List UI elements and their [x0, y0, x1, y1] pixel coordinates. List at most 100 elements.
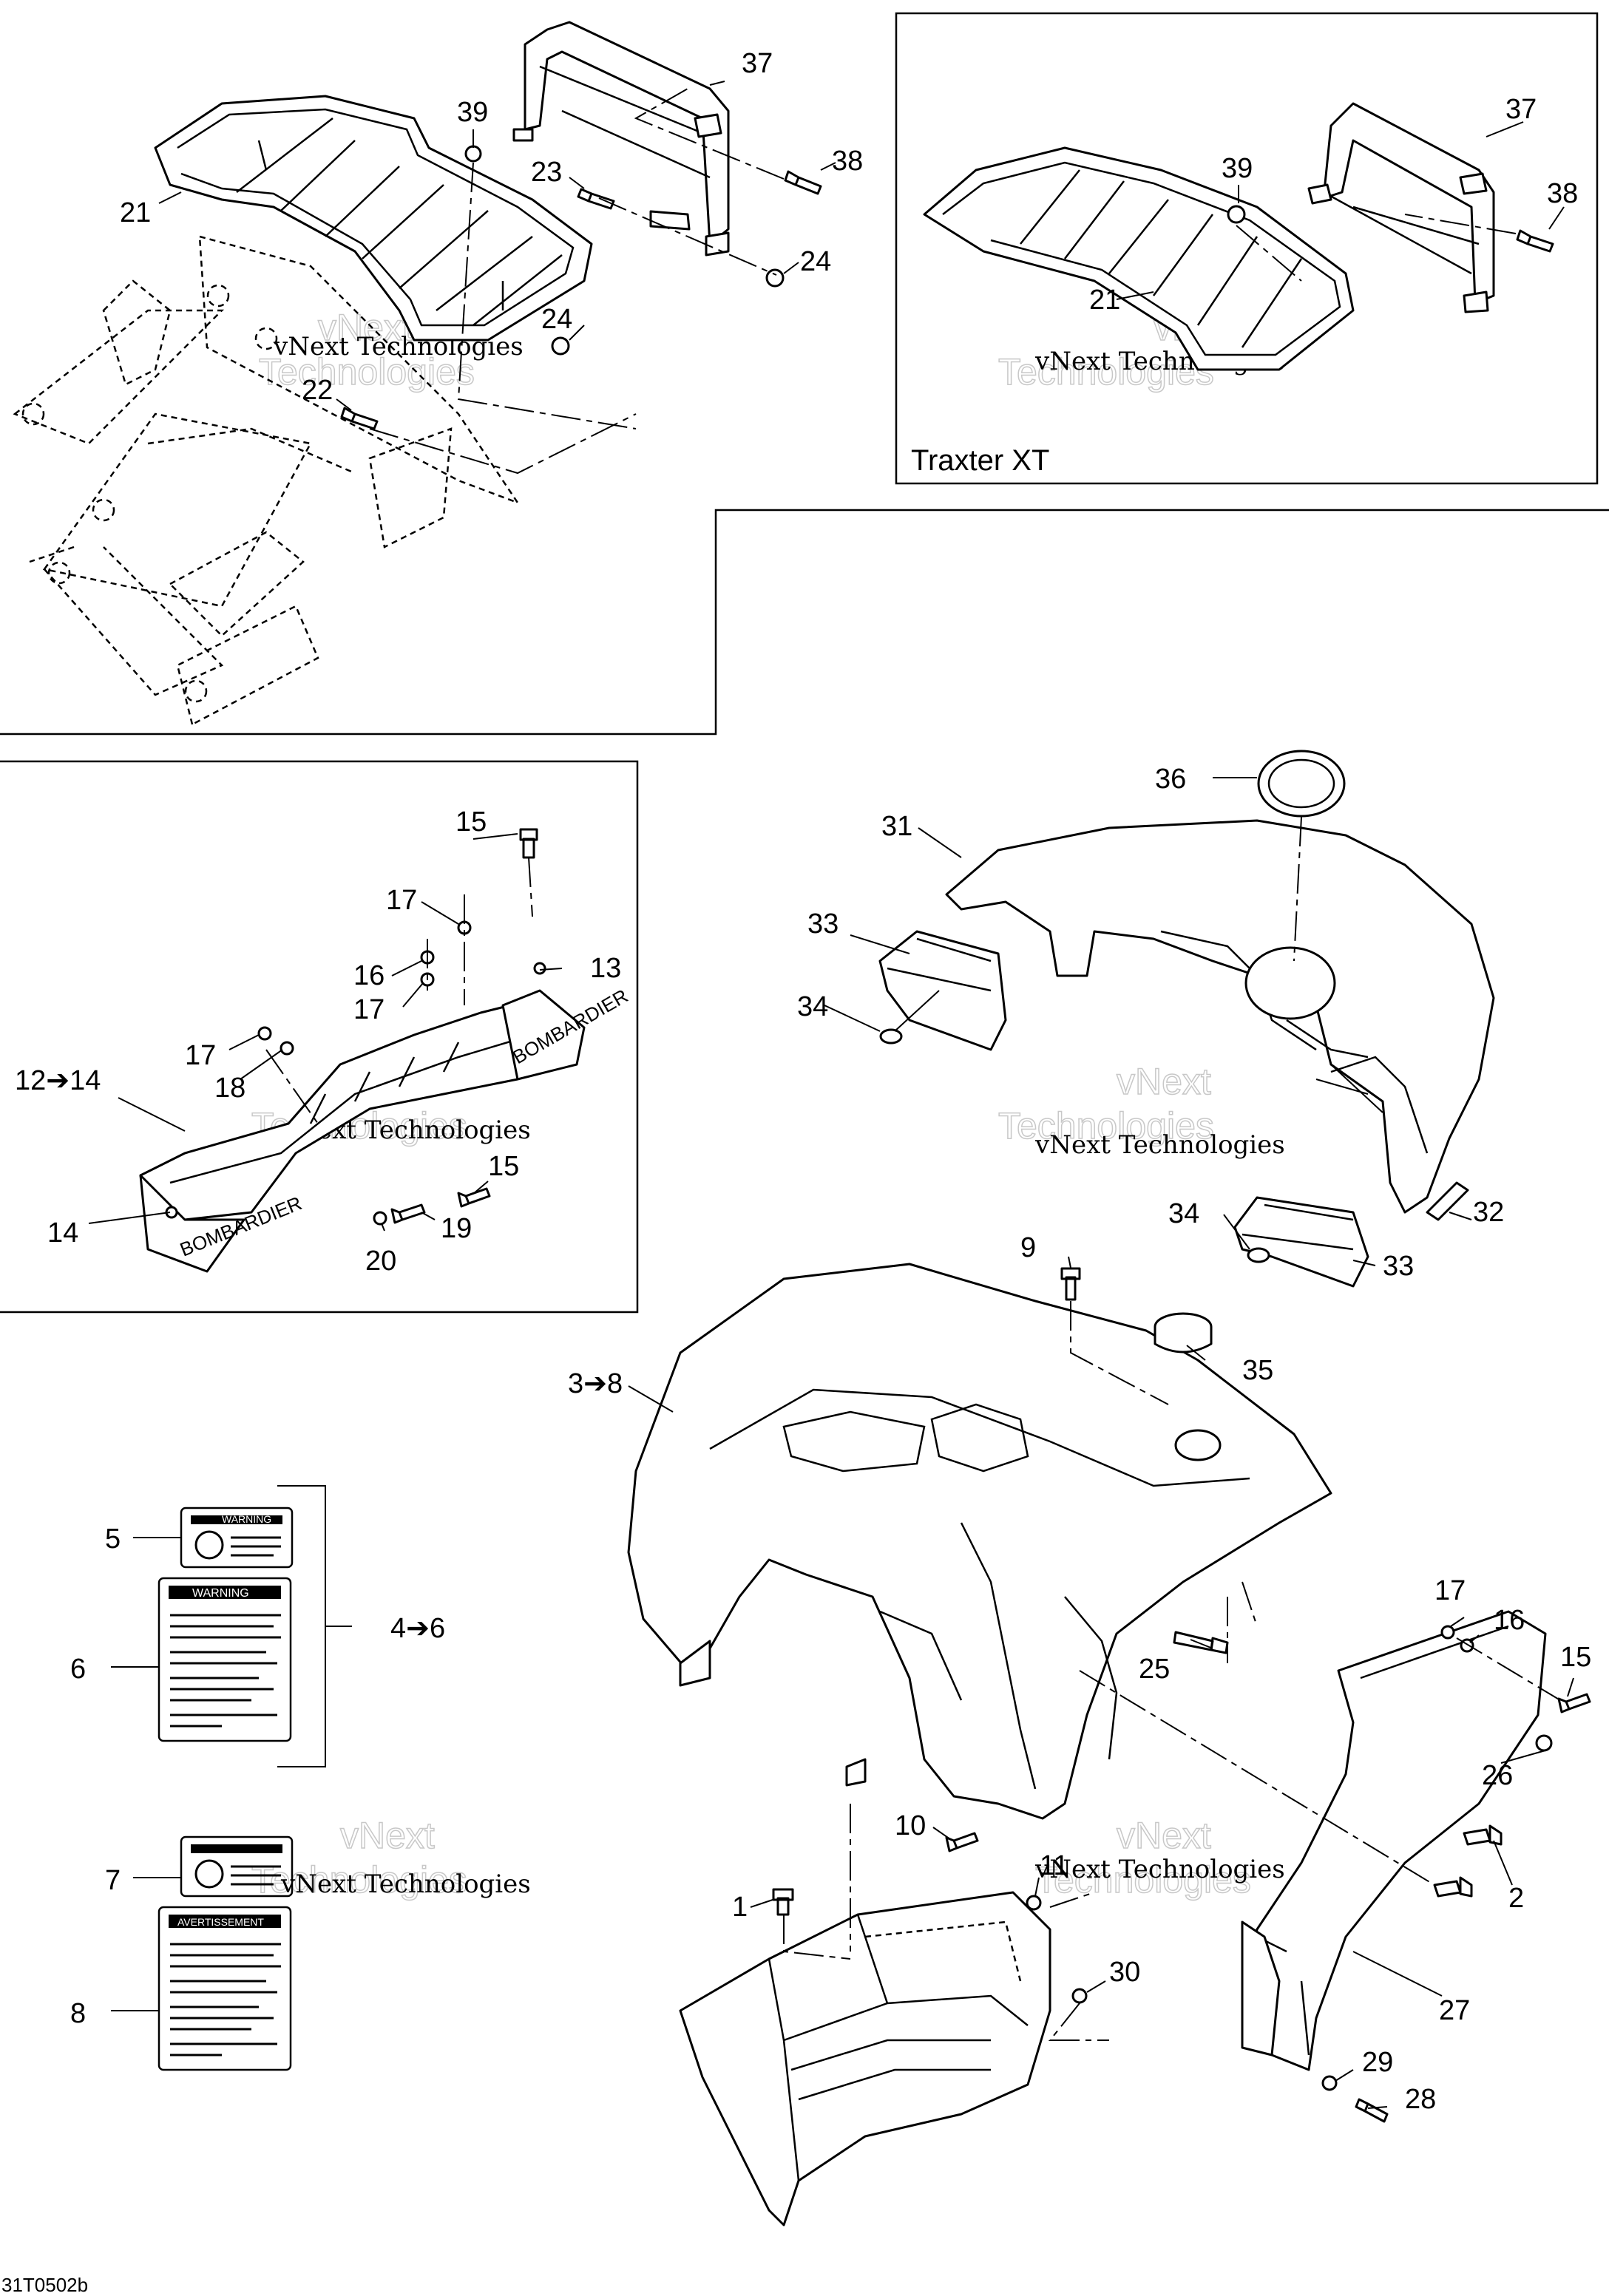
svg-text:Technologies: Technologies: [251, 1859, 467, 1901]
callout-5: 5: [105, 1524, 121, 1555]
push-rivet-2b: [1433, 1876, 1473, 1898]
box-axes: [783, 1804, 1109, 2041]
callout-17: 17: [1434, 1575, 1466, 1606]
axis-22: [369, 413, 637, 475]
lead-34-left: [894, 990, 940, 1032]
bolt-38: [784, 170, 822, 195]
rear-rack-21[interactable]: [154, 95, 593, 342]
callout-28: 28: [1405, 2084, 1436, 2115]
callout-3-8: 3➔8: [568, 1368, 623, 1399]
callout-17: 17: [185, 1040, 216, 1071]
svg-text:Technologies: Technologies: [998, 351, 1214, 393]
callout-34: 34: [797, 991, 828, 1022]
callout-35: 35: [1242, 1355, 1273, 1386]
svg-text:vNext Technologies: vNext Technologies: [280, 1869, 531, 1899]
callout-17: 17: [386, 885, 417, 916]
callout-15: 15: [455, 806, 487, 838]
storage-box[interactable]: [679, 1891, 1051, 2227]
screw-15-fender: [1557, 1693, 1591, 1713]
bumper-axes: [265, 857, 533, 1124]
callout-14: 14: [47, 1217, 78, 1249]
air-vent-33-left[interactable]: [878, 930, 1007, 1051]
callout-17: 17: [353, 994, 385, 1025]
spacer-23: [649, 210, 691, 231]
inset-rack-21[interactable]: [923, 146, 1355, 371]
nut-24b: [551, 336, 570, 356]
axis-39: [457, 162, 637, 429]
warning-decal-6-title: WARNING: [192, 1587, 249, 1600]
nut-11[interactable]: [1026, 1895, 1042, 1911]
callout-37: 37: [1505, 94, 1537, 125]
callout-1: 1: [732, 1892, 748, 1923]
callout-33: 33: [807, 908, 839, 940]
callout-18: 18: [214, 1073, 245, 1104]
reflector-cap-35[interactable]: [1154, 1312, 1213, 1354]
callout-30: 30: [1109, 1957, 1140, 1988]
washer-39: [464, 145, 482, 163]
inset-washer-39[interactable]: [1227, 205, 1246, 224]
air-vent-33-right[interactable]: [1233, 1196, 1369, 1288]
avertissement-decal-7: [180, 1835, 294, 1898]
axis-23: [598, 197, 777, 276]
nut-24a: [765, 268, 785, 288]
screw-19: [390, 1203, 426, 1224]
callout-24: 24: [800, 246, 831, 277]
callout-25: 25: [1139, 1654, 1170, 1685]
clip-32[interactable]: [1426, 1181, 1469, 1221]
inset-backrest-37[interactable]: [1307, 102, 1495, 313]
svg-text:Technologies: Technologies: [259, 351, 475, 393]
fender-flare-27[interactable]: [1241, 1610, 1547, 2071]
callout-7: 7: [105, 1865, 121, 1896]
backrest-bracket-37[interactable]: [512, 21, 730, 257]
callout-22: 22: [302, 375, 333, 406]
avertissement-decal-8: [157, 1906, 292, 2071]
screw-1[interactable]: [772, 1888, 794, 1916]
callout-26: 26: [1482, 1760, 1513, 1791]
axis-9: [1070, 1301, 1169, 1405]
gas-cap-ring-36[interactable]: [1257, 750, 1346, 818]
rear-bumper-assembly[interactable]: [139, 962, 586, 1273]
bumper-section-frame: [0, 760, 639, 1314]
screw-9[interactable]: [1060, 1267, 1081, 1301]
rear-fender-31[interactable]: [945, 819, 1495, 1214]
callout-36: 36: [1155, 764, 1186, 795]
grommet-34-left[interactable]: [879, 1028, 903, 1045]
callout-4-6: 4➔6: [390, 1613, 445, 1644]
callout-9: 9: [1020, 1232, 1036, 1263]
bolt-23: [577, 188, 615, 210]
nut-30[interactable]: [1071, 1988, 1088, 2004]
callout-20: 20: [365, 1246, 396, 1277]
svg-text:vNext: vNext: [318, 307, 413, 348]
screw-10[interactable]: [945, 1832, 979, 1852]
warning-decal-6: [157, 1577, 292, 1742]
inset-bolt-38[interactable]: [1516, 229, 1554, 253]
callout-19: 19: [441, 1213, 472, 1244]
fender-axes: [1079, 1581, 1561, 1886]
push-pin-25[interactable]: [1173, 1631, 1229, 1654]
watermarks: vNext Technologies vNext Technologies vN…: [251, 306, 1285, 1901]
callout-34: 34: [1168, 1198, 1199, 1229]
svg-text:Technologies: Technologies: [1035, 1859, 1251, 1901]
callout-15: 15: [488, 1151, 519, 1182]
grommet-34-right[interactable]: [1247, 1247, 1270, 1263]
callout-8: 8: [70, 1998, 86, 2029]
callout-21: 21: [120, 197, 151, 228]
traxter-xt-inset-frame: [895, 12, 1599, 485]
fender-fasteners[interactable]: [1321, 1625, 1591, 2123]
svg-text:vNext: vNext: [1117, 1815, 1211, 1856]
callout-15: 15: [1560, 1642, 1591, 1673]
washer-17c: [257, 1026, 272, 1041]
svg-text:Technologies: Technologies: [998, 1105, 1214, 1147]
push-rivet-2a: [1463, 1824, 1503, 1846]
drawing-reference-code: 31T0502b: [1, 2274, 88, 2296]
callout-16: 16: [1494, 1605, 1525, 1636]
callout-21: 21: [1089, 285, 1120, 316]
callout-10: 10: [895, 1810, 926, 1841]
decal-group-bracket: [277, 1485, 352, 1767]
mudflap-right: [501, 989, 586, 1081]
rear-body-3-8[interactable]: [627, 1263, 1332, 1820]
axis-38: [634, 88, 785, 180]
traxter-xt-label: Traxter XT: [911, 444, 1049, 477]
callout-38: 38: [832, 146, 863, 177]
inset-axis-38: [1404, 214, 1517, 234]
